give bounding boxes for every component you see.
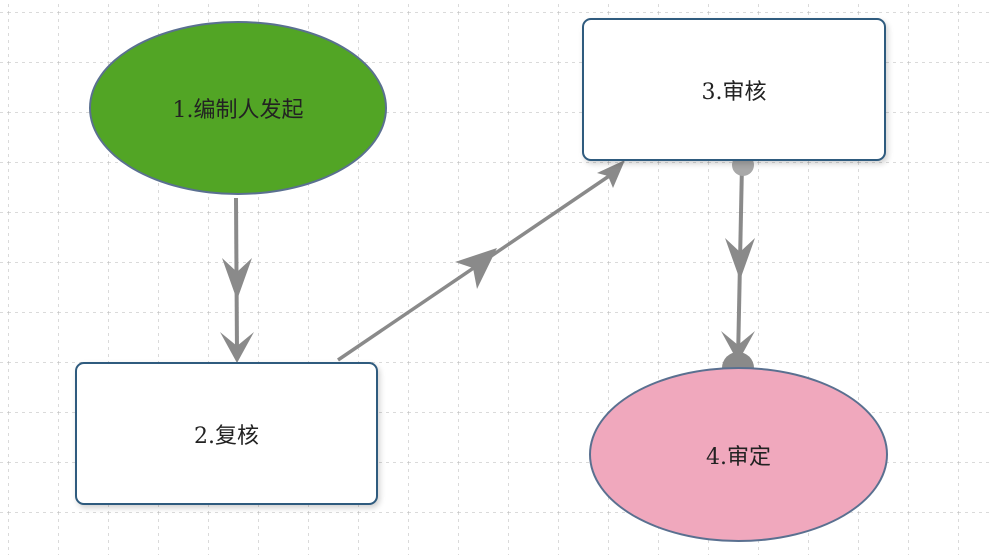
node-review-box[interactable]: 2.复核 bbox=[75, 362, 378, 505]
edge-3-to-4[interactable] bbox=[721, 154, 755, 368]
node-audit-box[interactable]: 3.审核 bbox=[582, 18, 886, 161]
node-4-label: 4.审定 bbox=[706, 444, 771, 470]
arrowhead-mid-icon bbox=[455, 248, 497, 289]
node-2-label: 2.复核 bbox=[194, 423, 259, 449]
node-approve-ellipse[interactable]: 4.审定 bbox=[589, 367, 888, 542]
arrowhead-end-icon bbox=[220, 332, 254, 363]
arrowhead-mid-icon bbox=[222, 258, 252, 300]
arrowhead-end-icon bbox=[721, 331, 755, 362]
node-start-ellipse[interactable]: 1.编制人发起 bbox=[89, 21, 387, 195]
arrowhead-end-icon bbox=[597, 160, 625, 188]
connector-cap-icon bbox=[722, 352, 754, 368]
edge-2-to-3[interactable] bbox=[337, 160, 625, 362]
edge-1-to-2[interactable] bbox=[220, 197, 254, 363]
node-3-label: 3.审核 bbox=[701, 79, 767, 105]
node-1-label: 1.编制人发起 bbox=[172, 98, 304, 123]
arrowhead-mid-icon bbox=[725, 238, 755, 280]
